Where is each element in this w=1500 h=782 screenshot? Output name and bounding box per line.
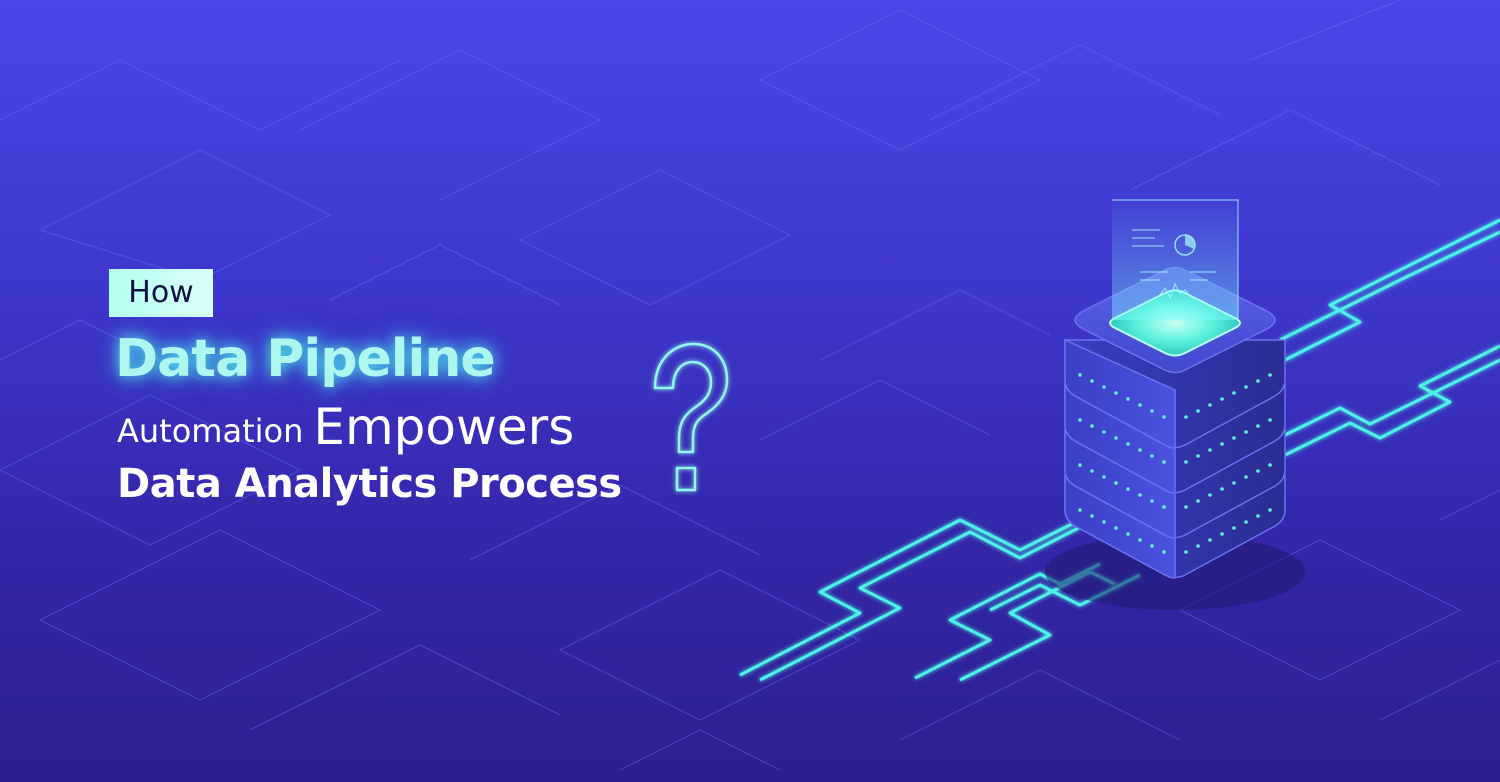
server-illustration (739, 199, 1500, 682)
how-badge: How (109, 269, 213, 317)
server-stack (1064, 266, 1286, 579)
circuit-lines-left (739, 518, 1141, 682)
subtitle-automation: Automation (117, 412, 304, 450)
subtitle-data-analytics: Data Analytics Process (117, 461, 622, 507)
headline-title: Data Pipeline (115, 329, 496, 389)
server-led-dots (1078, 373, 1272, 554)
question-mark-icon (653, 342, 729, 492)
hologram-panel (1112, 199, 1239, 320)
circuit-lines-right (1279, 218, 1500, 457)
subtitle-empowers: Empowers (313, 398, 575, 456)
